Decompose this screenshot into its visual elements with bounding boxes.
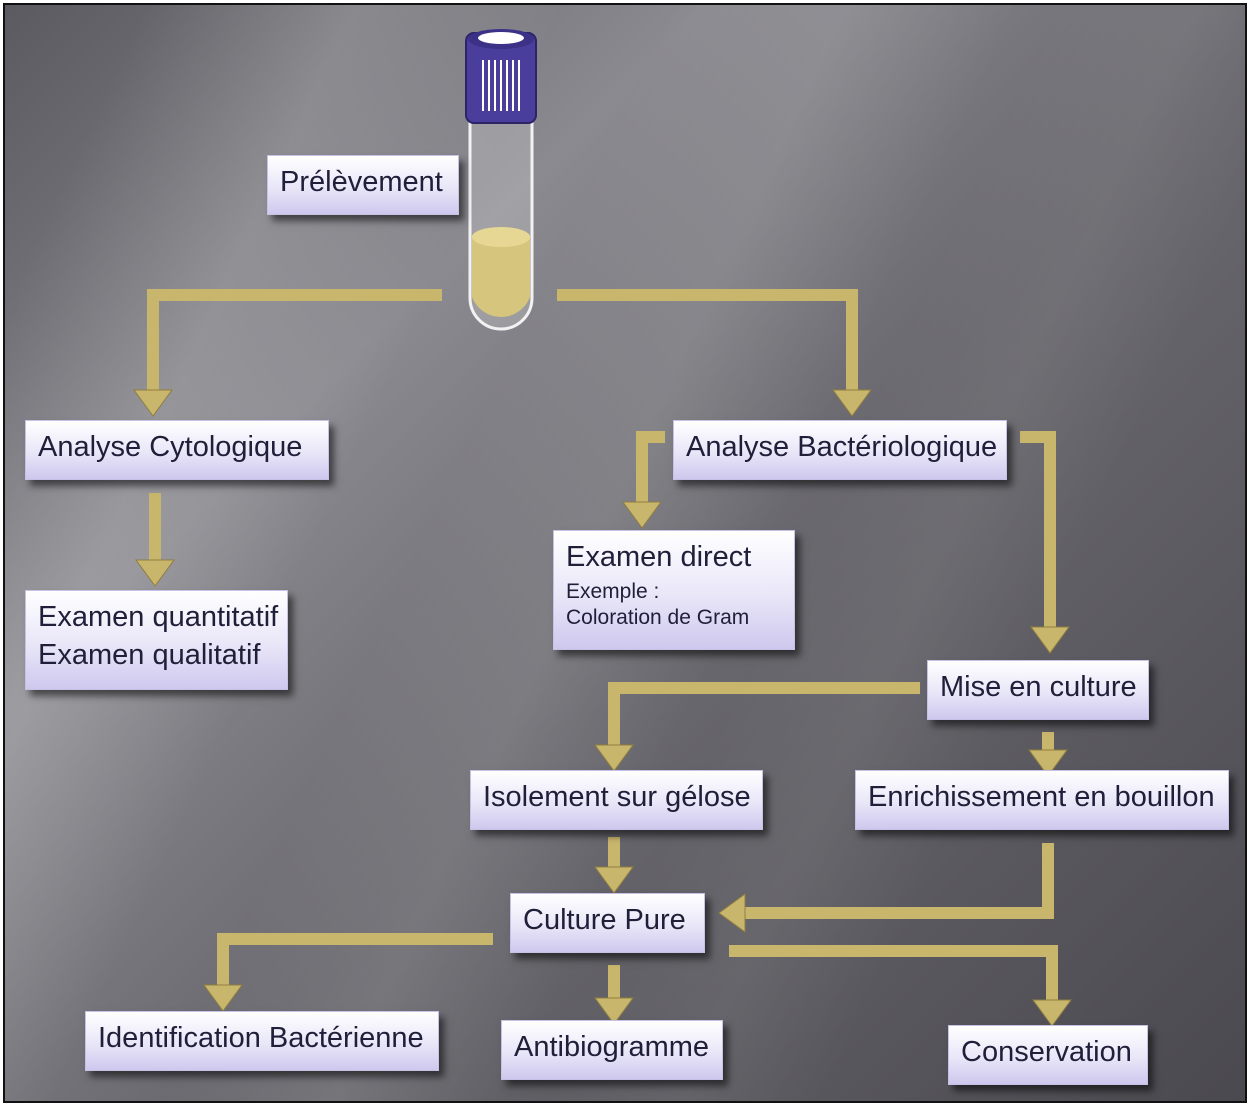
- node-examens-cytologiques: Examen quantitatif Examen qualitatif: [25, 590, 288, 690]
- node-examen-direct: Examen direct Exemple : Coloration de Gr…: [553, 530, 795, 650]
- node-analyse-bacteriologique-label: Analyse Bactériologique: [686, 431, 998, 463]
- node-conservation-label: Conservation: [961, 1036, 1132, 1068]
- arrow-prelevement-to-bacteriologique-head: [832, 389, 872, 417]
- node-culture-pure: Culture Pure: [510, 893, 705, 953]
- arrow-culture-pure-to-conservation-head: [1032, 999, 1072, 1027]
- arrow-culture-pure-to-conservation: [729, 945, 1058, 1000]
- node-identification-bacterienne: Identification Bactérienne: [85, 1011, 439, 1071]
- node-antibiogramme: Antibiogramme: [501, 1020, 723, 1080]
- arrow-cytologique-to-examens-head: [135, 559, 175, 587]
- node-antibiogramme-label: Antibiogramme: [514, 1031, 710, 1063]
- arrow-mise-en-culture-to-isolement-head: [594, 744, 634, 772]
- flow-arrows: [133, 29, 1072, 1027]
- arrow-bacterio-to-mise-en-culture-head: [1030, 626, 1070, 654]
- diagram-canvas: Prélèvement Analyse Cytologique Analyse …: [3, 3, 1247, 1103]
- node-examen-qualitatif-label: Examen qualitatif: [38, 638, 261, 671]
- arrow-prelevement-to-bacteriologique: [557, 289, 858, 390]
- node-prelevement: Prélèvement: [267, 155, 459, 215]
- node-isolement-gelose-label: Isolement sur gélose: [483, 781, 751, 813]
- node-mise-en-culture: Mise en culture: [927, 660, 1149, 720]
- node-analyse-bacteriologique: Analyse Bactériologique: [673, 420, 1007, 480]
- arrow-bacterio-to-mise-en-culture: [1020, 431, 1056, 627]
- arrow-enrichissement-to-culture-pure: [745, 843, 1054, 919]
- arrow-enrichissement-to-culture-pure-head: [718, 893, 746, 933]
- arrow-culture-pure-to-antibiogramme-head: [594, 997, 634, 1025]
- arrow-culture-pure-to-identification-head: [203, 984, 243, 1012]
- arrow-mise-en-culture-to-isolement: [608, 682, 920, 745]
- node-enrichissement-bouillon-label: Enrichissement en bouillon: [868, 781, 1215, 813]
- node-examen-quantitatif-label: Examen quantitatif: [38, 601, 279, 633]
- node-culture-pure-label: Culture Pure: [523, 904, 686, 936]
- node-prelevement-label: Prélèvement: [280, 166, 443, 198]
- arrow-prelevement-to-cytologique-head: [133, 389, 173, 417]
- arrow-mise-en-culture-to-enrichissement-head: [1028, 749, 1068, 777]
- arrow-isolement-to-culture-pure-head: [594, 866, 634, 894]
- sample-tube-icon: [465, 29, 537, 331]
- node-analyse-cytologique: Analyse Cytologique: [25, 420, 329, 480]
- arrow-culture-pure-to-identification: [217, 933, 493, 985]
- node-conservation: Conservation: [948, 1025, 1148, 1085]
- node-coloration-gram-label: Coloration de Gram: [566, 606, 750, 630]
- node-identification-bacterienne-label: Identification Bactérienne: [98, 1022, 424, 1054]
- arrow-bacterio-to-examen-direct: [636, 431, 665, 502]
- arrow-prelevement-to-cytologique: [147, 289, 442, 390]
- node-examen-direct-label: Examen direct: [566, 541, 752, 573]
- node-exemple-label: Exemple :: [566, 579, 660, 603]
- node-isolement-gelose: Isolement sur gélose: [470, 770, 763, 830]
- node-enrichissement-bouillon: Enrichissement en bouillon: [855, 770, 1229, 830]
- node-analyse-cytologique-label: Analyse Cytologique: [38, 431, 303, 463]
- node-mise-en-culture-label: Mise en culture: [940, 671, 1137, 703]
- arrow-bacterio-to-examen-direct-head: [622, 501, 662, 529]
